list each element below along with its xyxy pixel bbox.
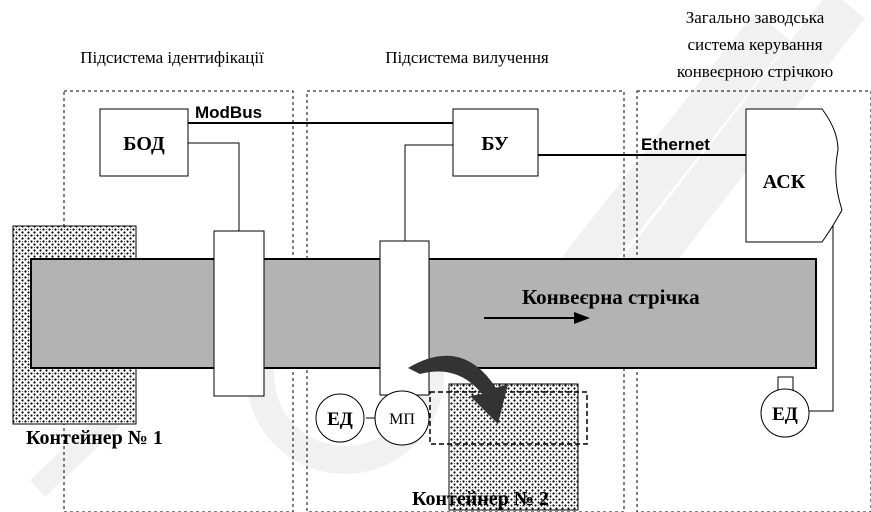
bu-block (452, 108, 539, 177)
ask-block (745, 108, 843, 243)
identification-sensor (213, 230, 265, 397)
conveyor-direction-arrow (484, 312, 590, 324)
bod-block (99, 108, 189, 177)
factory-system-title-line1: Загально заводська (686, 8, 825, 27)
extraction-frame (306, 90, 625, 512)
container-2-block (448, 383, 579, 511)
connection-lines (165, 122, 746, 156)
factory-system-title-line2: система керування (687, 35, 822, 54)
conveyor-label: Конвеєрна стрічка (522, 285, 700, 309)
extraction-subsystem-title: Підсистема вилучення (385, 48, 549, 67)
ed-left-label: ЕД (327, 409, 353, 430)
ed-right-label: ЕД (772, 404, 798, 425)
container-2-label: Контейнер № 2 (412, 488, 549, 510)
bod-sensor-wire (188, 142, 240, 231)
pusher-curved-arrow-icon (408, 355, 508, 424)
ed-right-circle (760, 388, 810, 438)
container-1-label: Контейнер № 1 (26, 427, 163, 449)
ask-label: АСК (763, 171, 806, 193)
bu-label: БУ (481, 133, 509, 155)
bod-label: БОД (123, 133, 165, 155)
mp-circle (374, 390, 430, 446)
modbus-label: ModBus (195, 103, 262, 122)
identification-subsystem-title: Підсистема ідентифікації (80, 48, 264, 67)
bu-actuator-wire (404, 144, 453, 241)
mp-label: МП (389, 411, 415, 428)
container-2-inner-outline (429, 391, 588, 445)
ed-left-circle (315, 393, 365, 443)
factory-system-title-line3: конвеєрною стрічкою (677, 62, 834, 81)
ethernet-label: Ethernet (641, 135, 710, 154)
